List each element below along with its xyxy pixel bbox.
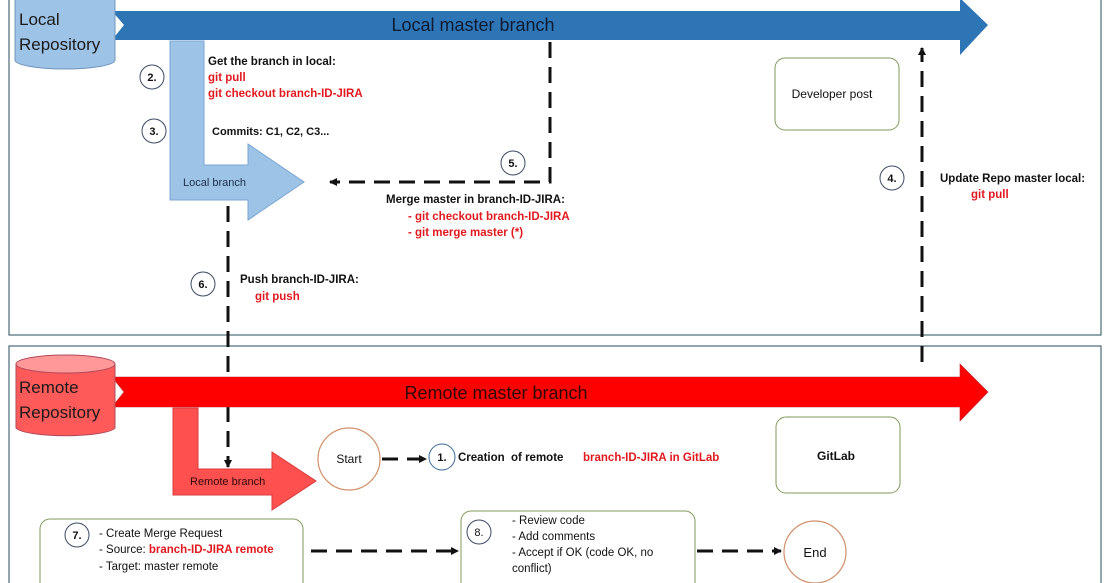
step-3-number: 3. (149, 126, 158, 138)
gitlab-label: GitLab (817, 449, 855, 463)
end-label: End (803, 545, 826, 560)
local-section-frame (8, 0, 1102, 336)
remote-branch-label: Remote branch (190, 476, 265, 488)
remote-repository-label-2: Repository (19, 403, 101, 422)
remote-branch-arrow (172, 407, 317, 511)
step-1-badge (428, 443, 456, 471)
step-2-badge (139, 64, 165, 90)
step-5-merge-connector (329, 42, 552, 186)
local-branch-arrow (169, 40, 305, 221)
gitlab-box (775, 416, 901, 494)
step-8-number: 8. (474, 527, 483, 539)
step-2-title: Get the branch in local: (208, 56, 336, 68)
local-branch-label: Local branch (183, 177, 246, 189)
step-4-title: Update Repo master local: (940, 173, 1085, 185)
step-8-review-box (460, 510, 696, 583)
step-7-number: 7. (72, 530, 81, 542)
step-5-command-2: - git merge master (*) (408, 227, 523, 239)
remote-master-branch-arrow (111, 363, 989, 422)
step-8-line-4: conflict) (512, 563, 552, 575)
step-8-line-3: - Accept if OK (code OK, no (512, 547, 653, 559)
developer-post-box (774, 57, 900, 131)
end-node (783, 520, 847, 583)
step-5-number: 5. (508, 158, 517, 170)
remote-master-branch-label: Remote master branch (404, 383, 587, 403)
step-1-text: Creation of remote (458, 452, 563, 464)
step-6-command: git push (255, 291, 300, 303)
step-7-merge-request-box (39, 518, 304, 583)
developer-post-label: Developer post (792, 87, 873, 101)
local-repository-label-1: Local (19, 10, 60, 29)
remote-repository-cylinder (15, 354, 116, 437)
step-7-line-3: - Target: master remote (99, 561, 218, 573)
step-2-number: 2. (147, 72, 156, 84)
local-master-branch-label: Local master branch (391, 15, 554, 35)
start-label: Start (336, 452, 362, 466)
step-4-badge (879, 165, 905, 191)
step-6-badge (190, 271, 216, 297)
step-4-command: git pull (971, 189, 1009, 201)
local-repository-label-2: Repository (19, 35, 101, 54)
step-8-line-2: - Add comments (512, 531, 595, 543)
step-5-command-1: - git checkout branch-ID-JIRA (408, 211, 570, 223)
local-repository-cylinder (14, 0, 116, 70)
step-8-badge (466, 519, 492, 545)
step-1-number: 1. (437, 452, 446, 464)
step-5-badge (500, 150, 526, 176)
step-3-badge (141, 118, 167, 144)
step-2-command-1: git pull (208, 72, 246, 84)
step-7-badge (64, 522, 90, 548)
step-4-number: 4. (887, 173, 896, 185)
remote-section-frame (8, 345, 1102, 583)
remote-repository-label-1: Remote (19, 378, 79, 397)
step-5-title: Merge master in branch-ID-JIRA: (386, 194, 565, 206)
step-7-line-1: - Create Merge Request (99, 528, 223, 540)
step-8-line-1: - Review code (512, 515, 585, 527)
step-7-source-value: branch-ID-JIRA remote (149, 544, 274, 556)
start-node (317, 427, 381, 491)
step-1-command: branch-ID-JIRA in GitLab (583, 452, 719, 464)
step-2-command-2: git checkout branch-ID-JIRA (208, 88, 363, 100)
step-7-line-2: - Source: branch-ID-JIRA remote (99, 544, 274, 556)
step-3-text: Commits: C1, C2, C3... (212, 126, 329, 138)
step-7-source-prefix: - Source: (99, 544, 149, 556)
local-master-branch-arrow (112, 0, 988, 55)
step-6-number: 6. (198, 279, 207, 291)
step-6-title: Push branch-ID-JIRA: (240, 274, 359, 286)
